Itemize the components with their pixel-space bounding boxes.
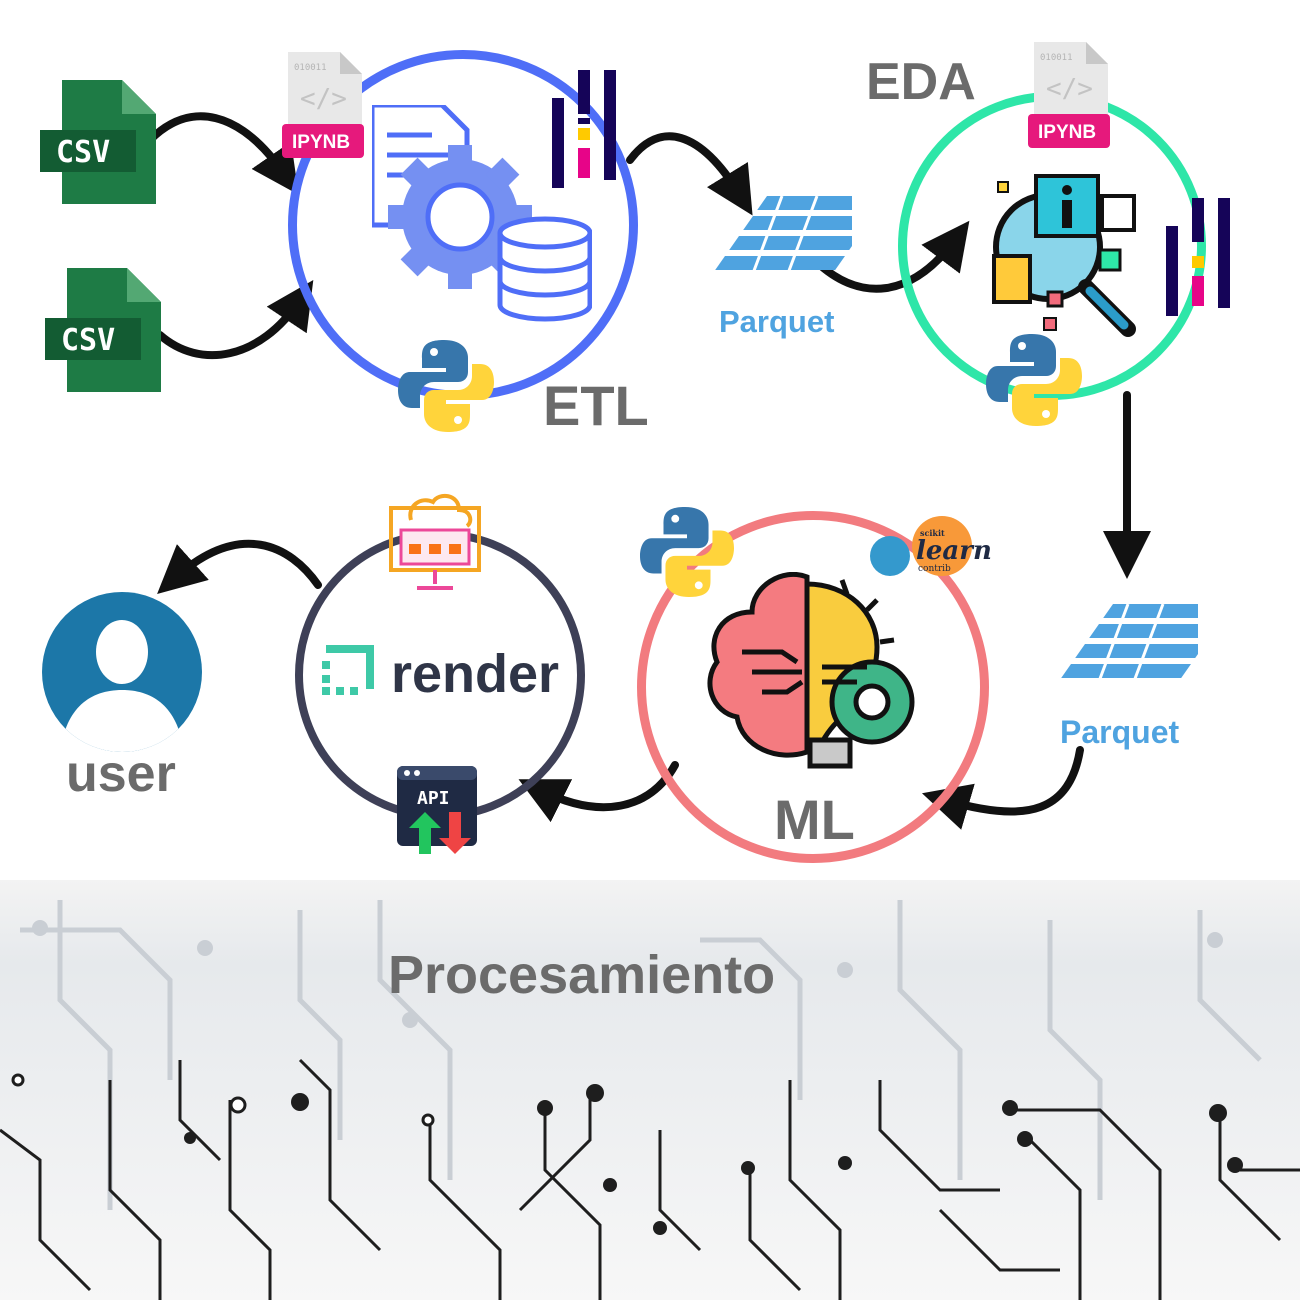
cloud-server-icon [387, 492, 483, 599]
python-icon [986, 334, 1082, 426]
api-label: API [417, 788, 450, 809]
api-icon: API [397, 766, 477, 861]
sklearn-scikit-label: scikit [920, 528, 945, 538]
parquet-label: Parquet [719, 304, 835, 339]
etl-process-icon [369, 102, 593, 330]
parquet-logo-icon [1058, 603, 1233, 699]
parquet-label: Parquet [1060, 714, 1180, 750]
brain-lightbulb-icon [702, 571, 922, 782]
etl-label: ETL [543, 374, 649, 437]
pandas-icon [1166, 198, 1244, 321]
arrow-render-to-user [157, 539, 322, 594]
render-logo-icon [320, 643, 376, 700]
csv-file-icon: CSV [45, 268, 161, 392]
ml-label: ML [774, 788, 855, 851]
svg-text:</>: </> [300, 84, 347, 114]
csv-label: CSV [61, 323, 116, 358]
scikit-learn-icon: scikit learn contrib [864, 510, 994, 595]
arrow-ml-to-render [518, 761, 679, 823]
render-label: render [391, 644, 560, 704]
ipynb-label: IPYNB [292, 132, 351, 153]
ipynb-icon: 010011 </> IPYNB [1028, 42, 1110, 154]
arrow-etl-to-parquet [626, 132, 753, 216]
arrow-csv1-to-etl [146, 112, 299, 195]
parquet-logo-icon [712, 195, 887, 291]
ipynb-icon: 010011 </> IPYNB [282, 52, 364, 164]
circuit-lines-icon [0, 900, 1300, 1300]
ml-circle [637, 511, 989, 863]
user-avatar-icon [40, 590, 204, 759]
user-label: user [66, 745, 176, 803]
footer-title: Procesamiento [388, 945, 776, 1005]
data-analysis-icon [988, 172, 1143, 342]
python-icon [640, 506, 734, 598]
svg-text:</>: </> [1046, 74, 1093, 104]
csv-file-icon: CSV [40, 80, 156, 204]
circuit-background [0, 880, 1300, 1300]
svg-text:010011: 010011 [1040, 53, 1073, 63]
arrow-csv2-to-etl [156, 280, 314, 360]
python-icon [398, 340, 494, 432]
csv-label: CSV [56, 135, 111, 170]
eda-label: EDA [866, 53, 976, 111]
arrow-parquet-to-ml [921, 746, 1084, 830]
svg-text:010011: 010011 [294, 63, 327, 73]
sklearn-learn-label: learn [916, 536, 992, 566]
ipynb-label: IPYNB [1038, 122, 1097, 143]
pandas-icon [552, 70, 630, 193]
sklearn-contrib-label: contrib [918, 564, 951, 574]
